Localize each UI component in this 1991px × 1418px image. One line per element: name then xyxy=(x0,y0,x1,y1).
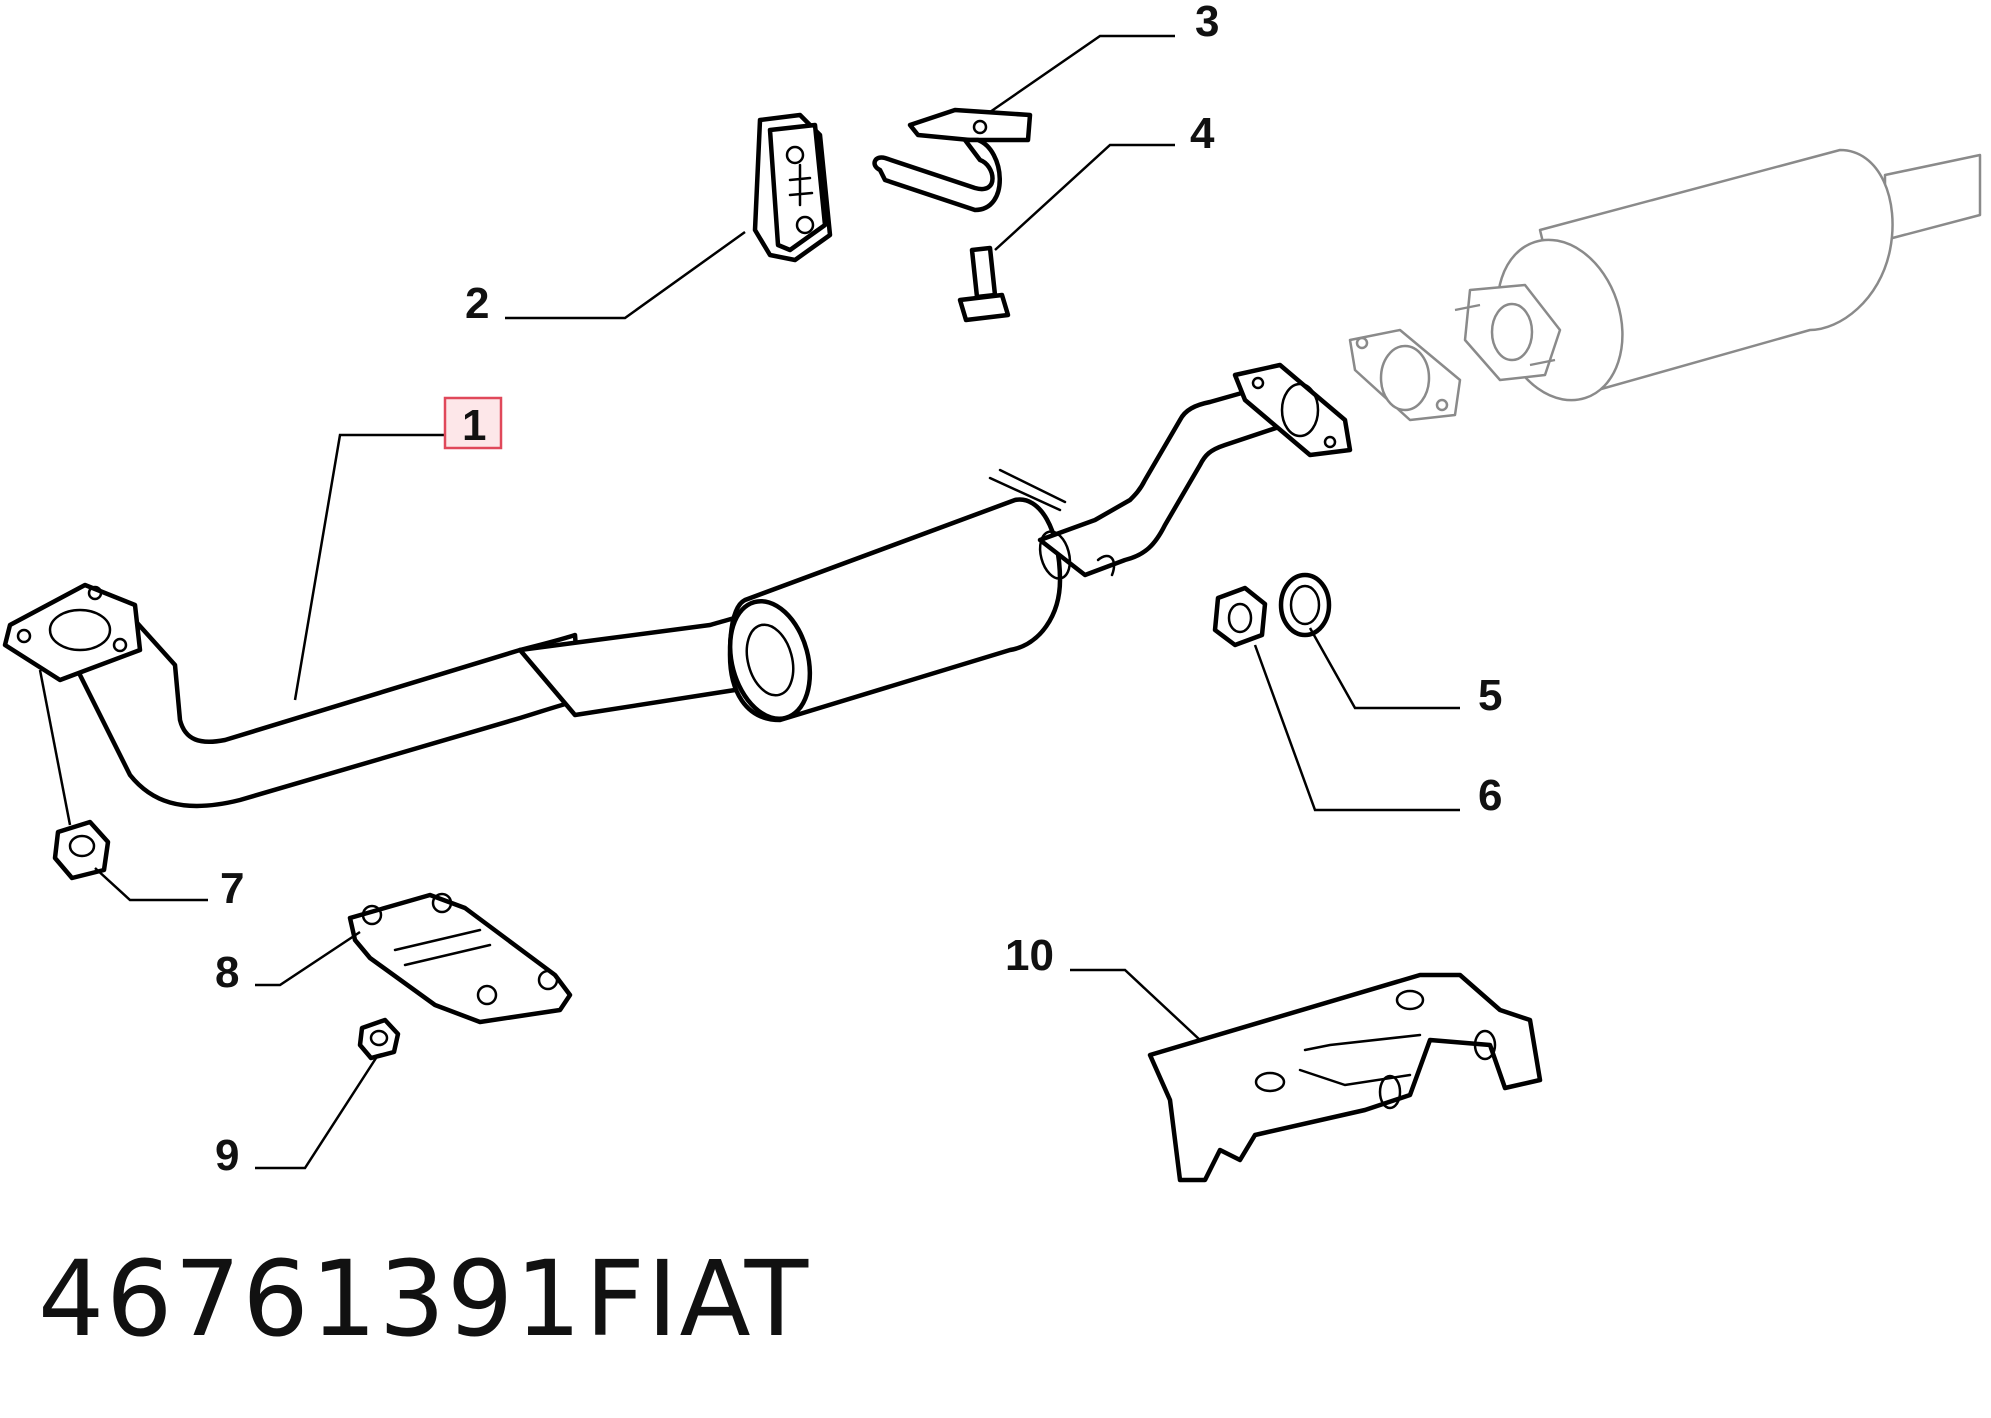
rear-muffler-ghost xyxy=(1454,148,1982,402)
brand-name: FIAT xyxy=(585,1238,810,1360)
callout-2[interactable]: 2 xyxy=(465,279,489,328)
leader-lines xyxy=(38,34,1460,1170)
flange-gasket-ghost xyxy=(1348,328,1462,422)
washer-5 xyxy=(1278,572,1332,638)
bolt xyxy=(957,245,1011,323)
nut-9 xyxy=(357,1017,401,1061)
svg-text:1: 1 xyxy=(462,401,486,450)
callout-3[interactable]: 3 xyxy=(1195,0,1219,46)
rubber-hanger xyxy=(752,112,833,263)
callout-1[interactable]: 1 xyxy=(443,396,503,450)
callout-4[interactable]: 4 xyxy=(1190,109,1215,158)
callout-6[interactable]: 6 xyxy=(1478,771,1502,820)
nut-6 xyxy=(1212,585,1268,648)
mounting-bracket xyxy=(1147,972,1543,1183)
callout-8[interactable]: 8 xyxy=(215,948,239,997)
callout-7[interactable]: 7 xyxy=(220,864,244,913)
callout-9[interactable]: 9 xyxy=(215,1131,239,1180)
nut-7 xyxy=(52,819,111,881)
u-clamp-bracket xyxy=(872,107,1033,213)
callout-5[interactable]: 5 xyxy=(1478,671,1502,720)
part-number: 46761391 xyxy=(38,1238,583,1360)
front-exhaust-pipe xyxy=(2,362,1353,809)
bracket-plate xyxy=(347,892,573,1025)
callout-10[interactable]: 10 xyxy=(1005,931,1054,980)
